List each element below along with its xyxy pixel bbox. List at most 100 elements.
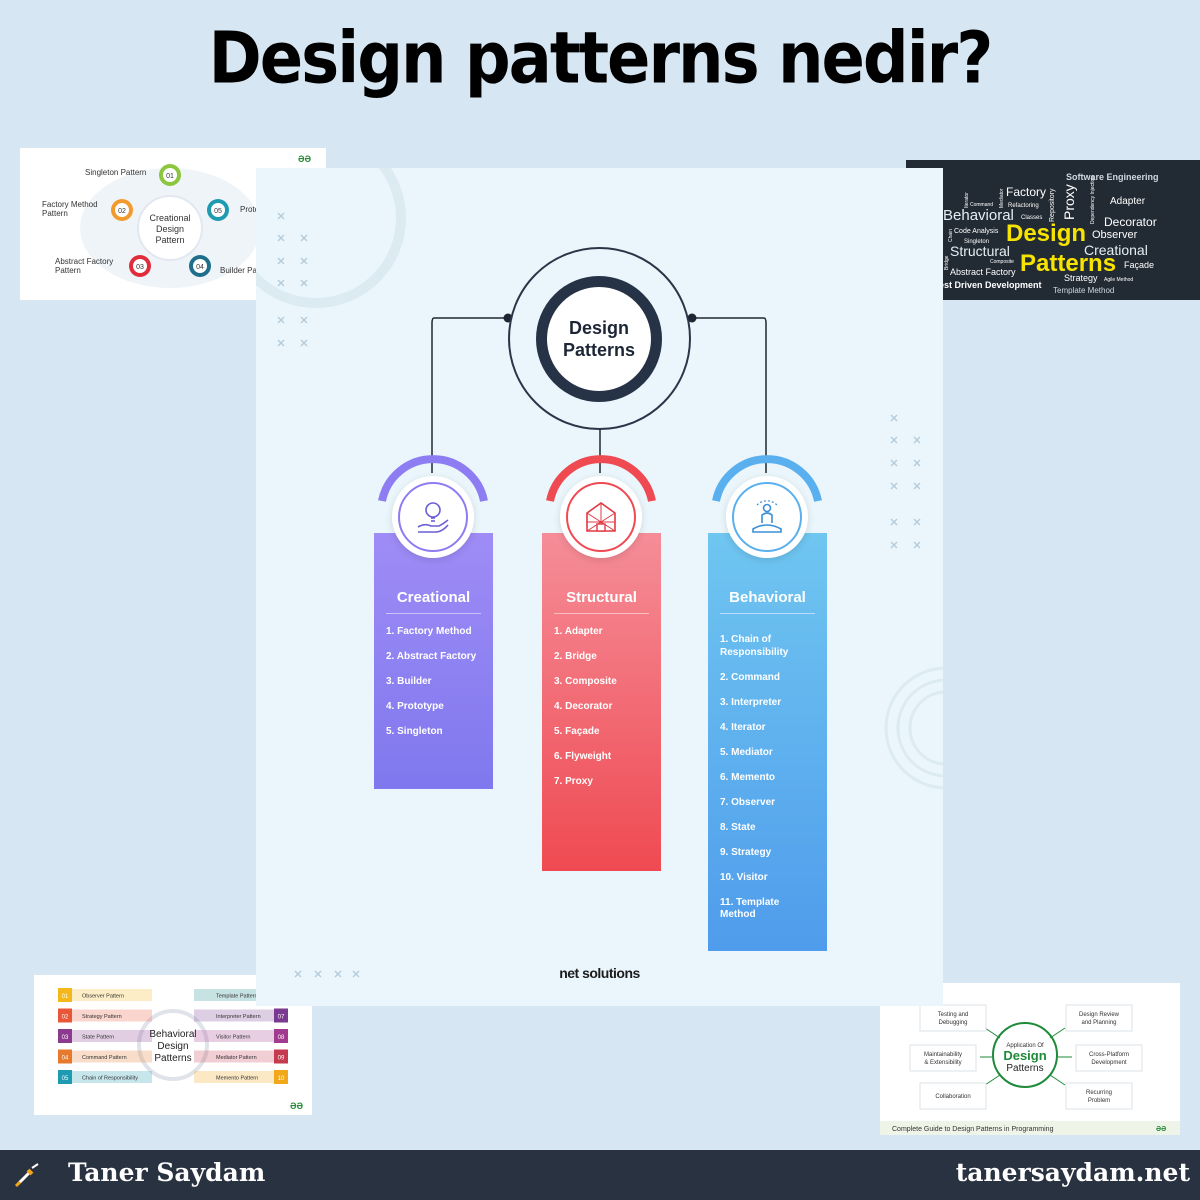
decorative-cross	[913, 541, 921, 549]
word-factory: Factory	[1006, 185, 1046, 199]
creational-node-1-num: 01	[166, 173, 174, 180]
decorative-cross	[913, 459, 921, 467]
creational-list: 1. Factory Method 2. Abstract Factory 3.…	[386, 626, 481, 739]
creational-center-l3: Pattern	[155, 235, 184, 245]
decorative-cross	[890, 518, 898, 526]
decorative-cross	[277, 339, 285, 347]
word-proxy: Proxy	[1061, 184, 1077, 220]
behavioral-pattern-label: Interpreter Pattern	[216, 1014, 261, 1020]
behavioral-pattern-num: 04	[62, 1056, 69, 1062]
creational-column: Creational 1. Factory Method 2. Abstract…	[374, 533, 493, 789]
behavioral-pattern-num: 08	[278, 1035, 285, 1041]
list-item: 2. Bridge	[554, 651, 597, 662]
decorative-cross	[913, 436, 921, 444]
word-template-method: Template Method	[1053, 286, 1114, 295]
decorative-cross	[890, 436, 898, 444]
list-item: 4. Prototype	[386, 701, 444, 712]
creational-node-2-label-l2: Pattern	[42, 209, 68, 218]
behavioral-icon-disc	[726, 476, 808, 558]
decorative-cross	[277, 257, 285, 265]
list-item: 4. Iterator	[720, 721, 766, 733]
behavioral-arc	[712, 455, 822, 502]
word-mediator: Mediator	[999, 188, 1005, 208]
application-center-l3: Patterns	[1006, 1063, 1043, 1074]
structural-panel: Structural 1. Adapter 2. Bridge 3. Compo…	[542, 533, 661, 871]
creational-arc	[378, 455, 488, 502]
application-node-4-l2: Development	[1091, 1060, 1127, 1066]
footer-bar: Taner Saydam tanersaydam.net	[0, 1150, 1200, 1200]
decorative-cross	[300, 316, 308, 324]
decorative-cross	[334, 970, 342, 978]
application-node-2-l1: Design Review	[1079, 1012, 1120, 1018]
behavioral-pattern-row: 03 State Pattern	[58, 1029, 152, 1043]
behavioral-center-l1: Behavioral	[149, 1029, 196, 1040]
behavioral-pattern-label: State Pattern	[82, 1035, 114, 1041]
behavioral-pattern-num: 10	[278, 1076, 285, 1082]
behavioral-pattern-num: 09	[278, 1056, 285, 1062]
application-node-5-l1: Collaboration	[935, 1094, 970, 1100]
list-item: 5. Singleton	[386, 726, 443, 737]
decorative-cross	[277, 234, 285, 242]
behavioral-pattern-label: Observer Pattern	[82, 994, 124, 1000]
creational-icon-disc	[392, 476, 474, 558]
behavioral-center-l2: Design	[157, 1041, 188, 1052]
behavioral-pattern-label: Chain of Responsibility	[82, 1076, 138, 1082]
list-item: 5. Mediator	[720, 746, 773, 758]
building-frame-icon	[586, 502, 616, 532]
design-patterns-main-card: Design Patterns Creational 1. Factory Me…	[256, 168, 943, 1006]
behavioral-pattern-num: 03	[62, 1035, 69, 1041]
page-title: Design patterns nedir?	[208, 17, 994, 101]
list-item: 8. State	[720, 821, 756, 833]
creational-node-3-label-l1: Abstract Factory	[55, 257, 113, 266]
word-iterator: Iterator	[964, 192, 970, 208]
structural-title: Structural	[554, 589, 649, 614]
pencil-ruler-logo-icon	[14, 1163, 39, 1188]
net-solutions-logo: net solutions	[559, 965, 640, 981]
decorative-cross	[294, 970, 302, 978]
word-observer: Observer	[1092, 229, 1138, 241]
word-command: Command	[970, 202, 993, 208]
card-decoration	[256, 168, 943, 978]
creational-node-4-label: Builder Pa	[220, 266, 257, 275]
application-thumb-logo: ƏƏ	[1156, 1126, 1166, 1133]
word-adapter: Adapter	[1110, 196, 1146, 207]
word-behavioral: Behavioral	[943, 207, 1014, 224]
behavioral-thumb-logo: ƏƏ	[290, 1101, 304, 1111]
decorative-cross	[300, 339, 308, 347]
word-decorator: Decorator	[1104, 215, 1157, 229]
word-design: Design	[1006, 220, 1086, 247]
word-creational: Creational	[1084, 242, 1148, 258]
decorative-cross	[314, 970, 322, 978]
behavioral-pattern-label: Command Pattern	[82, 1055, 127, 1061]
decorative-cross	[890, 482, 898, 490]
structural-icon-disc	[560, 476, 642, 558]
behavioral-pattern-row: 07 Interpreter Pattern	[194, 1008, 288, 1023]
behavioral-pattern-row: 09 Mediator Pattern	[194, 1049, 288, 1064]
list-item: 10. Visitor	[720, 871, 768, 883]
application-node-4-l1: Cross-Platform	[1089, 1052, 1129, 1058]
list-item: 5. Façade	[554, 726, 600, 737]
word-dependency-injection: Dependency Injection	[1090, 176, 1096, 224]
behavioral-pattern-label: Mediator Pattern	[216, 1055, 257, 1061]
decorative-cross	[277, 316, 285, 324]
behavioral-pattern-num: 07	[278, 1015, 285, 1021]
author-website[interactable]: tanersaydam.net	[955, 1158, 1190, 1187]
creational-node-2-label-l1: Factory Method	[42, 200, 98, 209]
behavioral-list: 1. Chain of Responsibility 2. Command 3.…	[720, 634, 815, 922]
application-node-1-l1: Testing and	[938, 1012, 969, 1018]
word-structural: Structural	[950, 243, 1010, 259]
word-strategy: Strategy	[1064, 273, 1098, 283]
list-item: 1. Adapter	[554, 626, 603, 637]
application-center-l1: Application Of	[1006, 1043, 1044, 1049]
list-item: 6. Flyweight	[554, 751, 612, 762]
list-item: 4. Decorator	[554, 701, 613, 712]
list-item: 3. Builder	[386, 676, 432, 687]
application-node-2-l2: and Planning	[1081, 1020, 1116, 1026]
behavioral-title: Behavioral	[720, 589, 815, 614]
decorative-cross	[890, 459, 898, 467]
list-item: 2. Command	[720, 671, 781, 683]
structural-column: Structural 1. Adapter 2. Bridge 3. Compo…	[542, 533, 661, 871]
